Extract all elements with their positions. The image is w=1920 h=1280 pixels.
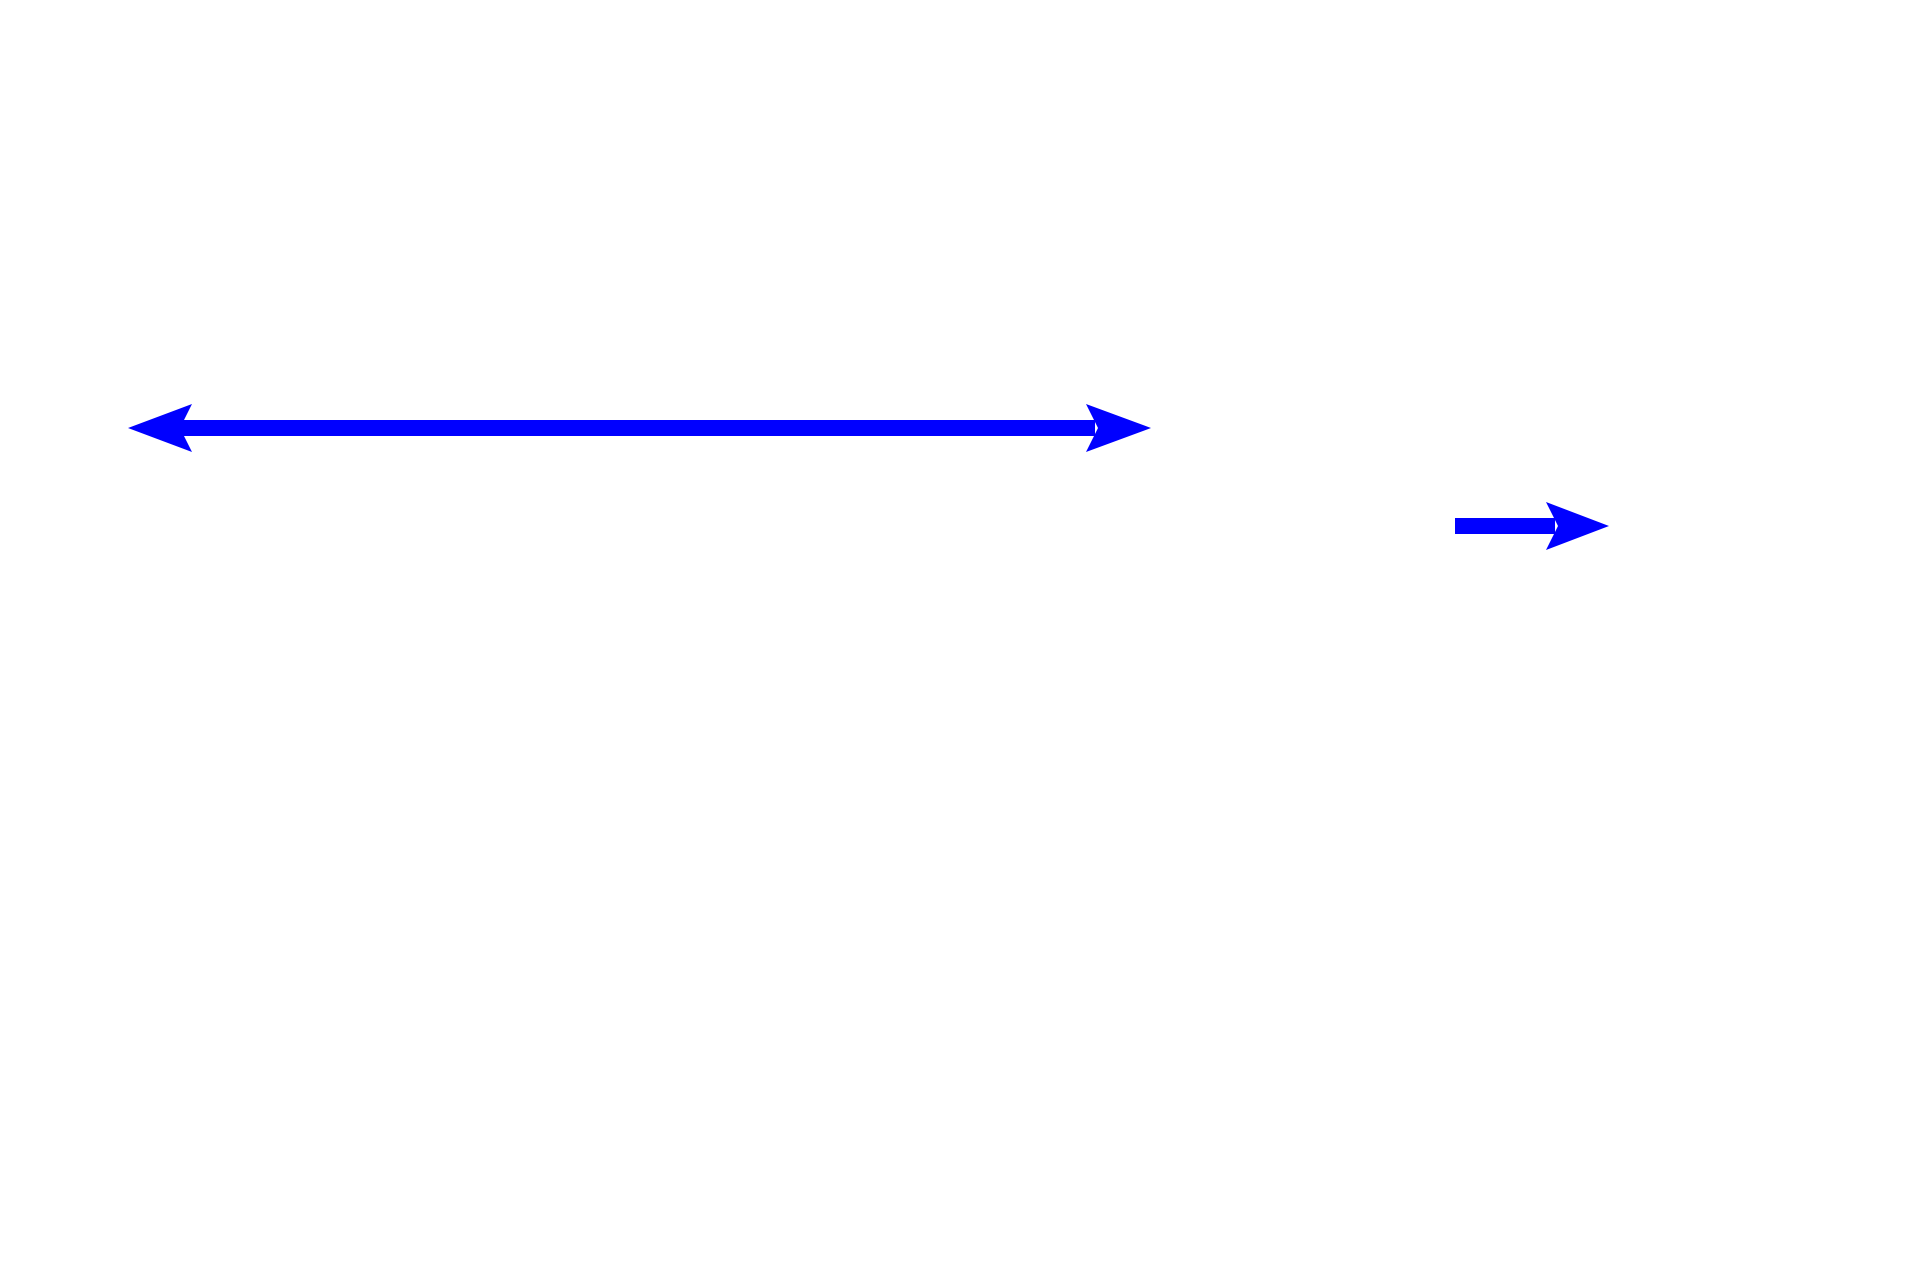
double-headed-arrow [128, 404, 1151, 452]
right-arrow-head [1546, 502, 1609, 550]
right-arrow-shaft [1455, 518, 1555, 534]
double-arrow-left-head [128, 404, 192, 452]
double-arrow-right-head [1086, 404, 1151, 452]
double-arrow-shaft [180, 420, 1095, 436]
right-arrow [1455, 502, 1609, 550]
